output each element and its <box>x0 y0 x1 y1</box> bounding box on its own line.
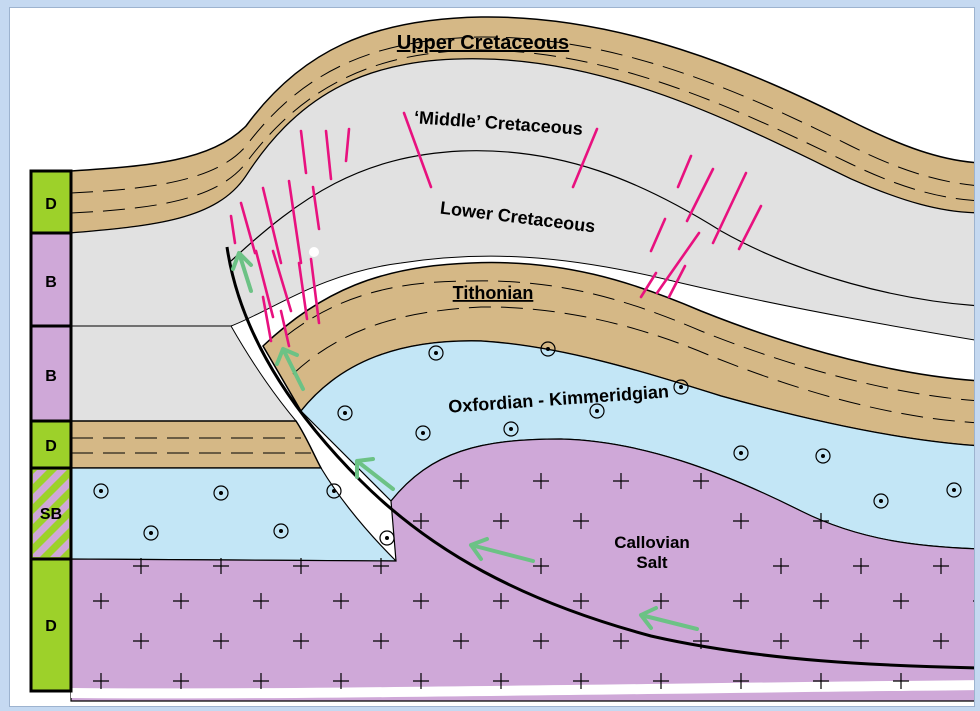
circle-dot-center <box>99 489 103 493</box>
column-label-b2: B <box>45 368 57 385</box>
circle-dot-center <box>595 409 599 413</box>
circle-dot-center <box>332 489 336 493</box>
circle-dot-center <box>279 529 283 533</box>
circle-dot-center <box>952 488 956 492</box>
circle-dot-center <box>739 451 743 455</box>
left-sand-block <box>71 421 321 468</box>
geologic-cross-section: D B B D SB D Upper Cretaceous ‘Middle’ C… <box>10 8 974 706</box>
column-label-d3: D <box>45 618 57 635</box>
left-oxfordian-block <box>71 468 396 561</box>
label-salt: Salt <box>636 553 668 572</box>
column-label-sb: SB <box>40 506 62 523</box>
circle-dot-center <box>879 499 883 503</box>
column-label-d1: D <box>45 196 57 213</box>
circle-dot-center <box>434 351 438 355</box>
lower-shale-left <box>71 326 296 421</box>
circle-dot-center <box>385 536 389 540</box>
circle-dot-center <box>821 454 825 458</box>
circle-dot-center <box>679 385 683 389</box>
white-marker-dot <box>309 247 319 257</box>
circle-dot-center <box>421 431 425 435</box>
diagram-frame: D B B D SB D Upper Cretaceous ‘Middle’ C… <box>9 7 975 707</box>
circle-dot-center <box>219 491 223 495</box>
circle-dot-center <box>509 427 513 431</box>
column-label-b1: B <box>45 274 57 291</box>
label-callovian: Callovian <box>614 533 690 552</box>
circle-dot-center <box>149 531 153 535</box>
label-tithonian: Tithonian <box>453 283 534 303</box>
strat-column <box>31 171 71 691</box>
circle-dot-center <box>546 347 550 351</box>
column-label-d2: D <box>45 438 57 455</box>
label-upper-cretaceous: Upper Cretaceous <box>397 32 569 54</box>
circle-dot-center <box>343 411 347 415</box>
